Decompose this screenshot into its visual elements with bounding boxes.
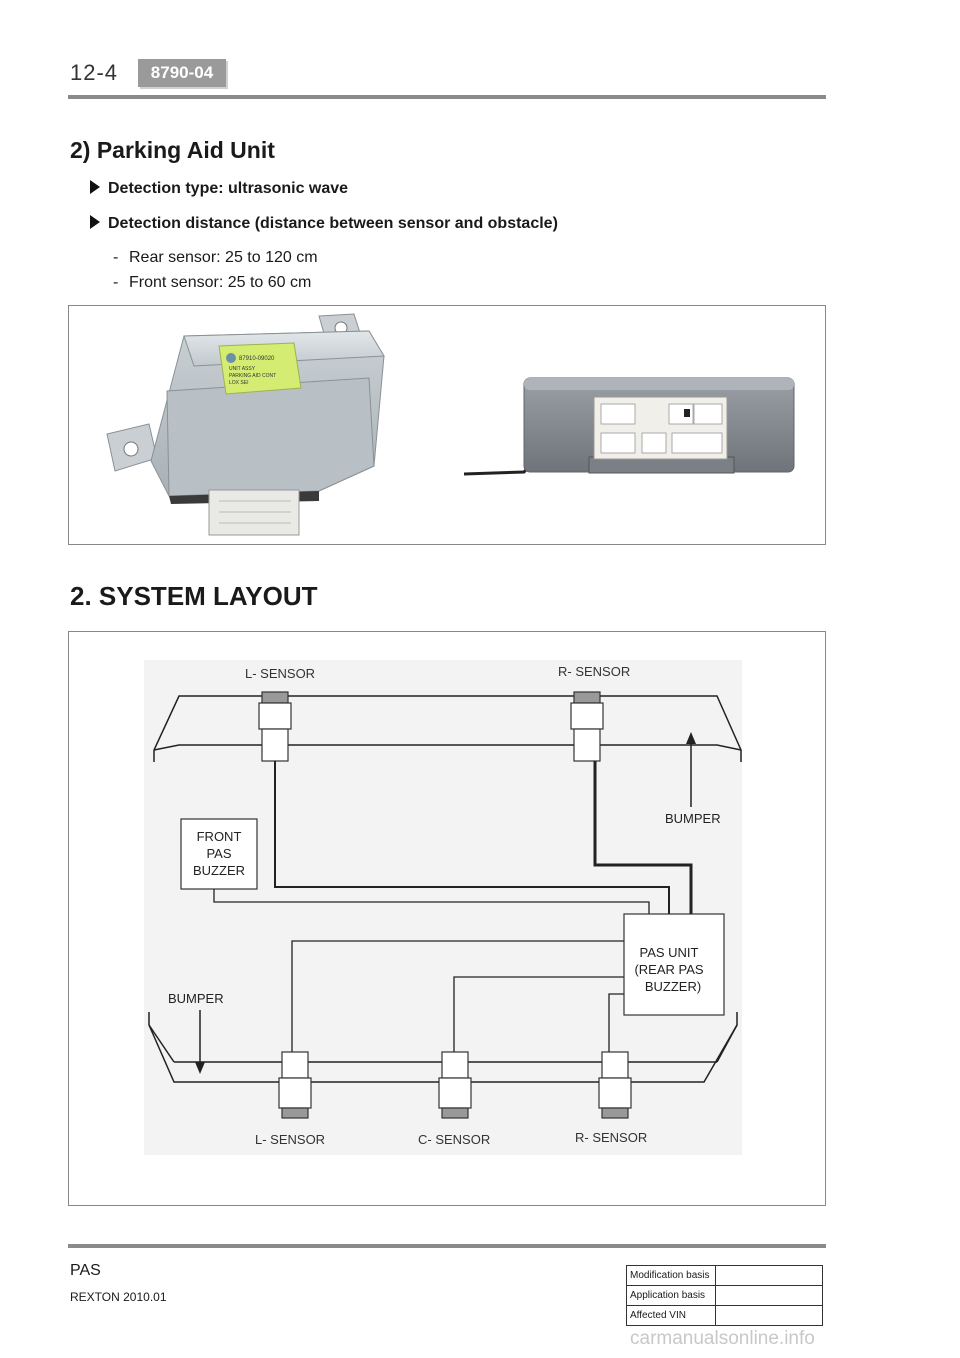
section-code-badge: 8790-04 — [138, 59, 226, 87]
table-cell-label: Affected VIN — [626, 1305, 716, 1326]
table-cell-label: Modification basis — [626, 1265, 716, 1286]
pas-unit-label-line: PAS UNIT — [640, 945, 699, 960]
unit-photo-connector-side — [463, 377, 795, 476]
unit-label-line: UNIT ASSY — [229, 366, 256, 372]
front-buzzer-label-line: FRONT — [197, 829, 242, 844]
rear-right-sensor — [598, 1051, 632, 1119]
front-pas-buzzer-box — [180, 818, 258, 890]
unit-label-line: PARKING AID CONT — [229, 373, 276, 379]
unit-photo-angled: 87910-09020 UNIT ASSY PARKING AID CONT L… — [106, 313, 385, 536]
front-left-sensor-label: L- SENSOR — [245, 666, 315, 681]
sub-item-text: Front sensor: 25 to 60 cm — [129, 274, 312, 291]
system-layout-title: 2. SYSTEM LAYOUT — [70, 581, 318, 611]
footer-chapter-title: PAS — [70, 1262, 101, 1279]
front-buzzer-label-line: PAS — [206, 846, 231, 861]
page-number: 12-4 — [70, 60, 119, 85]
bullet-text: Detection distance (distance between sen… — [108, 215, 558, 232]
bumper-label-bottom: BUMPER — [168, 991, 224, 1006]
rear-center-sensor-label: C- SENSOR — [418, 1132, 490, 1147]
front-right-sensor — [570, 691, 604, 762]
table-cell-value — [715, 1265, 823, 1286]
front-bumper-outline — [153, 695, 742, 762]
rear-left-sensor — [278, 1051, 312, 1119]
front-sensor-spec: -Front sensor: 25 to 60 cm — [113, 274, 312, 291]
bullet-detection-distance: Detection distance (distance between sen… — [90, 215, 558, 233]
footer-divider — [68, 1244, 826, 1248]
sub-item-text: Rear sensor: 25 to 120 cm — [129, 249, 318, 266]
pas-unit-label-line: (REAR PAS — [634, 962, 703, 977]
unit-label-part-no: 87910-09020 — [239, 356, 275, 362]
rear-center-sensor — [438, 1051, 472, 1119]
front-buzzer-label-line: BUZZER — [193, 863, 245, 878]
system-layout-diagram: L- SENSOR R- SENSOR BUMPER FRONT PAS BUZ… — [68, 631, 826, 1206]
table-row: Affected VIN — [626, 1305, 823, 1326]
triangle-bullet-icon — [90, 215, 100, 229]
section-title: 2) Parking Aid Unit — [70, 137, 275, 163]
table-row: Modification basis — [626, 1265, 823, 1286]
rear-sensor-spec: -Rear sensor: 25 to 120 cm — [113, 249, 318, 266]
table-cell-value — [715, 1285, 823, 1306]
front-left-sensor — [258, 691, 292, 762]
rear-right-sensor-label: R- SENSOR — [575, 1130, 647, 1145]
header-divider — [68, 95, 826, 99]
front-right-sensor-label: R- SENSOR — [558, 664, 630, 679]
bumper-label-top: BUMPER — [665, 811, 721, 826]
footer-model-year: REXTON 2010.01 — [70, 1290, 167, 1304]
bullet-text: Detection type: ultrasonic wave — [108, 180, 349, 197]
triangle-bullet-icon — [90, 180, 100, 194]
table-cell-value — [715, 1305, 823, 1326]
table-cell-label: Application basis — [626, 1285, 716, 1306]
bullet-detection-type: Detection type: ultrasonic wave — [90, 180, 348, 198]
bumper-arrow-up — [686, 732, 696, 807]
unit-label-line: LOX SEI — [229, 380, 248, 386]
sensor-wiring — [213, 761, 693, 1052]
pas-unit-box — [623, 913, 725, 1016]
modification-table: Modification basis Application basis Aff… — [626, 1265, 823, 1326]
parking-aid-unit-photo: 87910-09020 UNIT ASSY PARKING AID CONT L… — [68, 305, 826, 545]
table-row: Application basis — [626, 1285, 823, 1306]
rear-left-sensor-label: L- SENSOR — [255, 1132, 325, 1147]
watermark: carmanualsonline.info — [630, 1328, 815, 1349]
bumper-arrow-down — [195, 1010, 205, 1074]
pas-unit-label-line: BUZZER) — [645, 979, 701, 994]
